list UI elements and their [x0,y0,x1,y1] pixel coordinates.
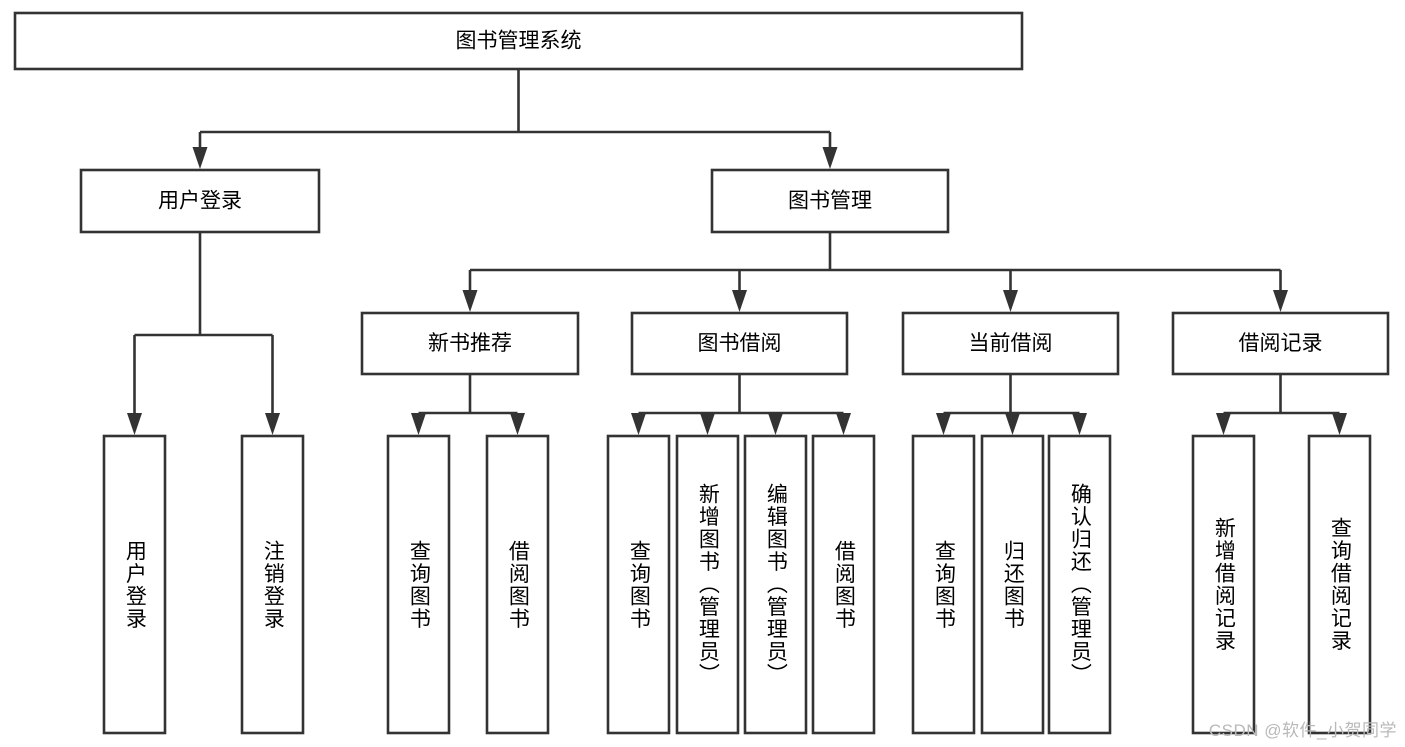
book-manage-arrow-0 [462,290,478,312]
node-borrow-record[interactable] [1171,311,1390,376]
book-borrow-leaf-arrow-0 [631,413,646,435]
current-borrow-leaf-arrow-2 [1072,413,1087,435]
watermark: CSDN @软件_小贺同学 [1208,721,1397,740]
book-manage-arrow-3 [1273,290,1288,312]
book-borrow-leaf-arrow-2 [768,413,783,435]
node-leaf-user-login[interactable] [102,434,167,735]
user-login-leaf-arrow-0 [127,413,142,435]
node-leaf-borrow-book-2[interactable] [811,434,876,735]
node-leaf-add-book[interactable] [675,434,740,735]
book-borrow-leaf-arrow-3 [836,413,851,435]
node-box-layer [13,11,1390,735]
node-book-borrow[interactable] [630,311,849,376]
node-new-book-recommend-label: 新书推荐 [428,332,512,355]
borrow-record-leaf-arrow-1 [1332,413,1347,435]
new-book-recommend-leaf-arrow-0 [411,413,426,435]
node-leaf-query-book-1[interactable] [386,434,451,735]
borrow-record-leaf-arrow-0 [1216,413,1231,435]
node-user-login[interactable] [79,168,321,234]
book-borrow-leaf-arrow-1 [700,413,715,435]
node-book-manage[interactable] [710,168,950,234]
new-book-recommend-leaf-arrow-1 [510,413,525,435]
connector-layer [127,69,1347,435]
current-borrow-leaf-arrow-0 [936,413,951,435]
root-arrow-0 [192,147,208,169]
book-manage-arrow-2 [1003,290,1018,312]
node-leaf-query-book-3[interactable] [911,434,976,735]
node-book-manage-label: 图书管理 [788,190,872,213]
node-user-login-label: 用户登录 [158,190,242,213]
node-new-book-recommend[interactable] [360,311,580,376]
node-leaf-return-book[interactable] [980,434,1045,735]
node-leaf-borrow-book-1[interactable] [485,434,550,735]
node-root-label: 图书管理系统 [456,30,582,53]
node-book-borrow-label: 图书借阅 [698,332,782,355]
node-current-borrow[interactable] [901,311,1120,376]
node-current-borrow-label: 当前借阅 [969,332,1053,355]
node-leaf-query-book-2[interactable] [606,434,671,735]
node-borrow-record-label: 借阅记录 [1239,332,1323,355]
node-leaf-confirm-return[interactable] [1047,434,1112,735]
node-root[interactable] [13,11,1024,71]
node-leaf-logout[interactable] [240,434,305,735]
user-login-leaf-arrow-1 [265,413,280,435]
book-manage-arrow-1 [732,290,747,312]
node-leaf-add-record[interactable] [1191,434,1256,735]
current-borrow-leaf-arrow-1 [1005,413,1020,435]
node-leaf-query-record[interactable] [1307,434,1372,735]
root-arrow-1 [822,147,838,169]
node-leaf-edit-book[interactable] [743,434,808,735]
